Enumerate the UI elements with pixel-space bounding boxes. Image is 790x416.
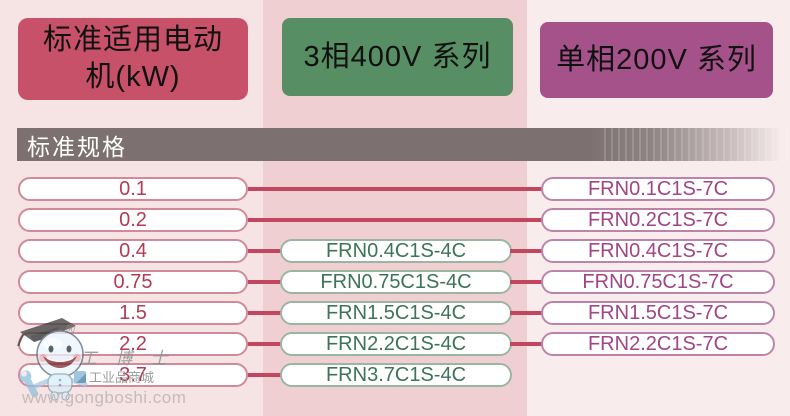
- connector-line: [248, 311, 282, 315]
- section-bar-standard-spec: 标准规格: [17, 128, 790, 161]
- table-row: 0.1 FRN0.1C1S-7C: [0, 177, 790, 201]
- model-400v-value: FRN2.2C1S-4C: [325, 332, 467, 355]
- model-400v-pill: FRN3.7C1S-4C: [280, 363, 512, 387]
- model-400v-value: FRN3.7C1S-4C: [325, 363, 467, 386]
- model-200v-value: FRN1.5C1S-7C: [587, 301, 729, 324]
- model-200v-value: FRN0.75C1S-7C: [582, 270, 734, 293]
- model-400v-pill: FRN0.75C1S-4C: [280, 270, 512, 294]
- kw-value: 2.2: [119, 332, 147, 355]
- header-series-200v: 单相200V 系列: [540, 22, 773, 98]
- model-200v-value: FRN0.4C1S-7C: [587, 239, 729, 262]
- kw-value: 0.1: [119, 177, 147, 200]
- model-400v-pill: FRN0.4C1S-4C: [280, 239, 512, 263]
- connector-line: [248, 342, 282, 346]
- model-200v-pill: FRN0.75C1S-7C: [541, 270, 775, 294]
- table-row: 0.75 FRN0.75C1S-4C FRN0.75C1S-7C: [0, 270, 790, 294]
- header-series-200v-label: 单相200V 系列: [556, 43, 757, 76]
- kw-value: 0.75: [113, 270, 153, 293]
- model-rows: 0.1 FRN0.1C1S-7C 0.2 FRN0.2C1S-7C 0.4 FR…: [0, 177, 790, 394]
- header-motor-kw-line2: 机(kW): [85, 61, 181, 93]
- header-motor-kw: 标准适用电动 机(kW): [18, 18, 248, 100]
- model-200v-pill: FRN1.5C1S-7C: [541, 301, 775, 325]
- connector-line: [248, 280, 282, 284]
- table-row: 0.4 FRN0.4C1S-4C FRN0.4C1S-7C: [0, 239, 790, 263]
- kw-pill: 0.1: [18, 177, 248, 201]
- connector-line: [510, 311, 543, 315]
- kw-value: 0.4: [119, 239, 147, 262]
- watermark-url: www.gongboshi.com: [22, 388, 187, 407]
- model-400v-pill: FRN2.2C1S-4C: [280, 332, 512, 356]
- model-400v-value: FRN0.75C1S-4C: [320, 270, 472, 293]
- model-400v-value: FRN0.4C1S-4C: [325, 239, 467, 262]
- table-row: 0.2 FRN0.2C1S-7C: [0, 208, 790, 232]
- watermark-brand: 工 博 士: [80, 349, 175, 368]
- model-200v-pill: FRN0.1C1S-7C: [541, 177, 775, 201]
- kw-value: 3.7: [119, 363, 147, 386]
- model-200v-value: FRN0.2C1S-7C: [587, 208, 729, 231]
- kw-value: 1.5: [119, 301, 147, 324]
- watermark-mall-label: 工业品商城: [89, 370, 155, 385]
- table-row: 1.5 FRN1.5C1S-4C FRN1.5C1S-7C: [0, 301, 790, 325]
- kw-pill: 0.4: [18, 239, 248, 263]
- header-series-400v-label: 3相400V 系列: [303, 40, 492, 73]
- connector-line: [510, 249, 543, 253]
- model-200v-pill: FRN0.4C1S-7C: [541, 239, 775, 263]
- table-row: 2.2 FRN2.2C1S-4C FRN2.2C1S-7C: [0, 332, 790, 356]
- model-400v-pill: FRN1.5C1S-4C: [280, 301, 512, 325]
- registered-mark: ®: [66, 322, 75, 336]
- kw-value: 0.2: [119, 208, 147, 231]
- connector-line: [510, 342, 543, 346]
- connector-line: [248, 218, 543, 222]
- graduate-mascot-icon: [17, 318, 88, 401]
- connector-line: [248, 249, 282, 253]
- header-motor-kw-line1: 标准适用电动: [42, 24, 223, 56]
- watermark-mall: 工业品商城: [74, 367, 154, 386]
- model-200v-value: FRN2.2C1S-7C: [587, 332, 729, 355]
- kw-pill: 0.2: [18, 208, 248, 232]
- model-400v-value: FRN1.5C1S-4C: [325, 301, 467, 324]
- section-bar-title: 标准规格: [27, 133, 127, 160]
- connector-line: [248, 187, 543, 191]
- model-200v-value: FRN0.1C1S-7C: [587, 177, 729, 200]
- kw-pill: 0.75: [18, 270, 248, 294]
- connector-line: [248, 373, 282, 377]
- model-200v-pill: FRN0.2C1S-7C: [541, 208, 775, 232]
- header-series-400v: 3相400V 系列: [282, 18, 513, 96]
- mall-logo-icon: [74, 370, 86, 383]
- connector-line: [510, 280, 543, 284]
- model-200v-pill: FRN2.2C1S-7C: [541, 332, 775, 356]
